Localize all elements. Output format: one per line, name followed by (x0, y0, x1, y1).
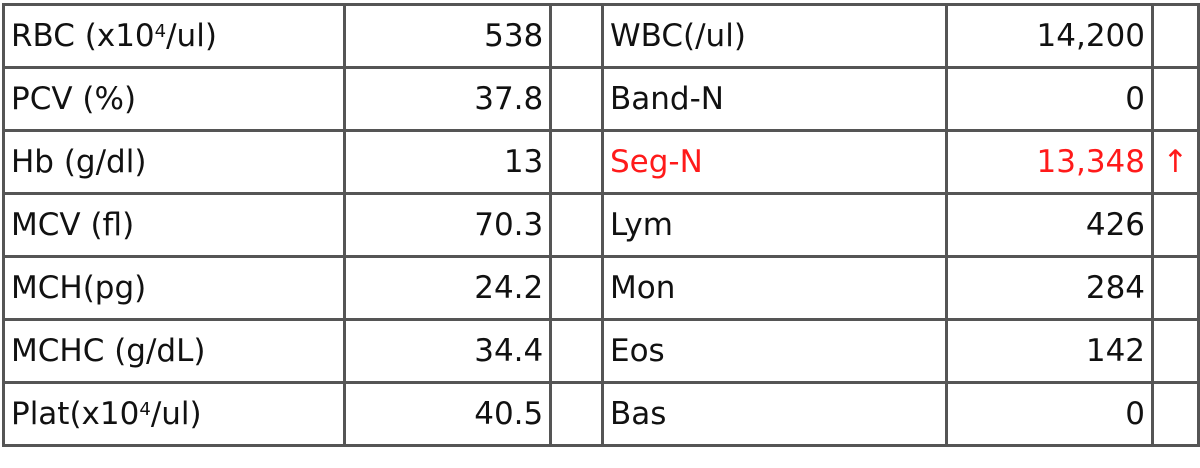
wbc-param-value: 142 (944, 318, 1155, 384)
wbc-param-label: Seg-N (601, 129, 948, 195)
flag-arrow-up-icon: ↑ (1151, 129, 1200, 195)
rbc-param-label: Plat(x104/ul) (1, 381, 347, 447)
rbc-param-value: 13 (343, 129, 553, 195)
rbc-param-value: 40.5 (343, 381, 553, 447)
empty-cell (549, 381, 604, 447)
flag-arrow-up-icon (1151, 255, 1200, 321)
flag-arrow-up-icon (1151, 318, 1200, 384)
wbc-param-value: 13,348 (944, 129, 1155, 195)
wbc-param-label: WBC(/ul) (601, 3, 948, 69)
rbc-param-label: MCHC (g/dL) (1, 318, 347, 384)
empty-cell (549, 3, 604, 69)
left-label-suffix: /ul) (166, 18, 217, 54)
left-label-text: PCV (%) (11, 81, 137, 117)
wbc-param-value: 426 (944, 192, 1155, 258)
superscript: 4 (154, 21, 167, 42)
rbc-param-value: 34.4 (343, 318, 553, 384)
rbc-param-value: 37.8 (343, 66, 553, 132)
wbc-param-label: Eos (601, 318, 948, 384)
left-label-text: Plat(x10 (11, 396, 140, 432)
flag-arrow-up-icon (1151, 66, 1200, 132)
rbc-param-value: 70.3 (343, 192, 553, 258)
wbc-param-value: 284 (944, 255, 1155, 321)
left-label-text: RBC (x10 (11, 18, 155, 54)
wbc-param-value: 0 (944, 381, 1155, 447)
left-label-text: MCV (fl) (11, 207, 135, 243)
flag-arrow-up-icon (1151, 381, 1200, 447)
empty-cell (549, 255, 604, 321)
superscript: 4 (139, 399, 151, 420)
empty-cell (549, 318, 604, 384)
rbc-param-label: RBC (x104/ul) (1, 3, 347, 69)
rbc-param-value: 24.2 (343, 255, 553, 321)
rbc-param-value: 538 (343, 3, 553, 69)
left-label-suffix: /ul) (150, 396, 202, 432)
empty-cell (549, 129, 604, 195)
empty-cell (549, 66, 604, 132)
wbc-param-value: 14,200 (944, 3, 1155, 69)
rbc-param-label: Hb (g/dl) (1, 129, 347, 195)
empty-cell (549, 192, 604, 258)
rbc-param-label: MCV (fl) (1, 192, 347, 258)
wbc-param-label: Band-N (601, 66, 948, 132)
rbc-param-label: MCH(pg) (1, 255, 347, 321)
rbc-param-label: PCV (%) (1, 66, 347, 132)
left-label-text: MCHC (g/dL) (11, 333, 206, 369)
left-label-text: Hb (g/dl) (11, 144, 147, 180)
wbc-param-label: Bas (601, 381, 948, 447)
flag-arrow-up-icon (1151, 3, 1200, 69)
left-label-text: MCH(pg) (11, 270, 147, 306)
wbc-param-label: Mon (601, 255, 948, 321)
wbc-param-value: 0 (944, 66, 1155, 132)
flag-arrow-up-icon (1151, 192, 1200, 258)
wbc-param-label: Lym (601, 192, 948, 258)
